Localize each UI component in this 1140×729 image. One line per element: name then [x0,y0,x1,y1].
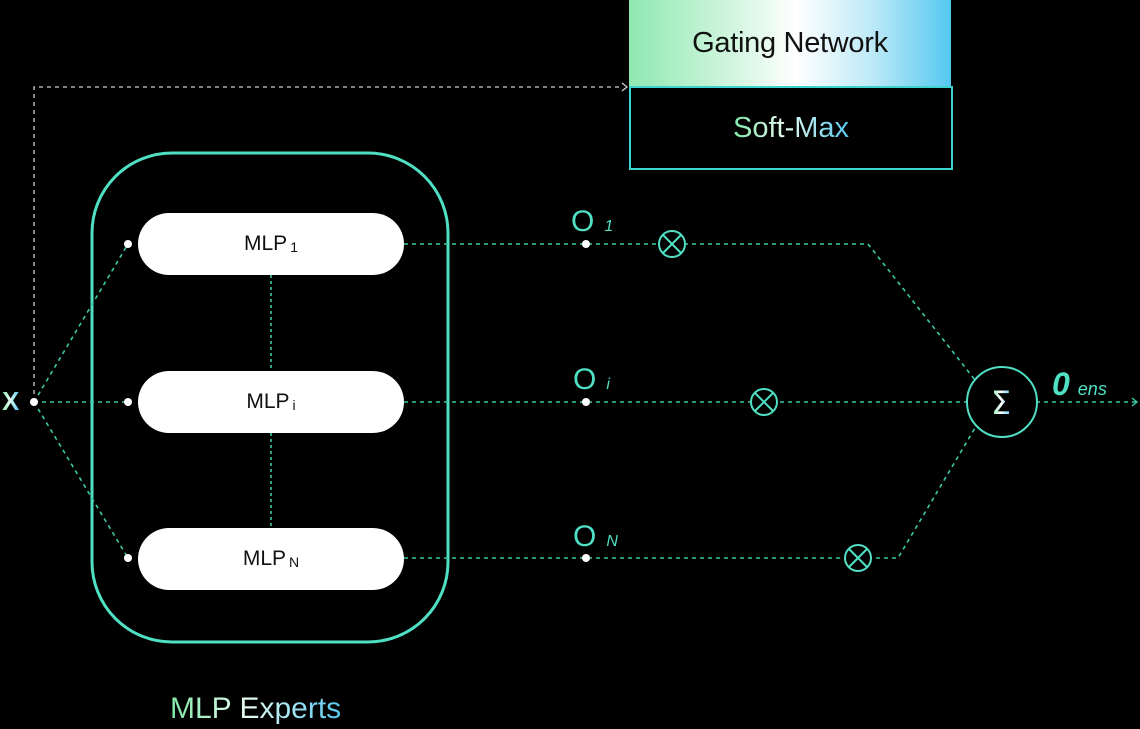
ensemble-symbol: 0 [1052,366,1070,402]
output-subscript: N [606,533,618,550]
branch-n-line [404,427,976,559]
output-subscript: i [606,376,610,393]
softmax-label: Soft-Max [732,111,850,144]
branch-1-line [404,243,976,381]
output-subscript: 1 [604,218,614,235]
mlp-subscript: 1 [290,239,298,255]
multiply-icon-1 [658,230,686,258]
input-node-dot [30,398,38,406]
gating-network-label: Gating Network [692,26,888,59]
multiply-icon-i [750,388,778,416]
mlp-n-input-dot [124,554,132,562]
softmax-box: Soft-Max [629,86,953,170]
output-n-dot [582,554,590,562]
gating-arrowhead-icon [621,82,629,92]
mlp-subscript: N [289,554,300,570]
output-1-dot [582,240,590,248]
experts-group-border [90,151,450,644]
input-to-mlp-1-connector [33,243,129,403]
mlp-subscript: i [292,397,296,413]
output-symbol: O [573,520,597,553]
gating-network-box: Gating Network [629,0,951,86]
mlp-1-input-dot [124,240,132,248]
output-symbol: O [571,205,595,238]
sum-icon: Σ [991,384,1011,422]
output-i-dot [582,398,590,406]
ensemble-subscript: ens [1077,379,1107,399]
multiply-icon-n [844,544,872,572]
mlp-label: MLP [246,390,290,413]
experts-group-label: MLP Experts [170,692,342,725]
mlp-i-input-dot [124,398,132,406]
mlp-label: MLP [244,232,288,255]
ensemble-arrowhead-icon [1131,397,1139,407]
input-to-gating-connector [33,86,622,402]
output-symbol: O [573,363,597,396]
ensemble-output-label: 0 ens [1052,366,1107,403]
input-label: X [2,386,20,416]
mlp-label: MLP [242,547,287,570]
sum-node-circle [966,366,1038,438]
input-to-mlp-n-connector [33,401,129,559]
